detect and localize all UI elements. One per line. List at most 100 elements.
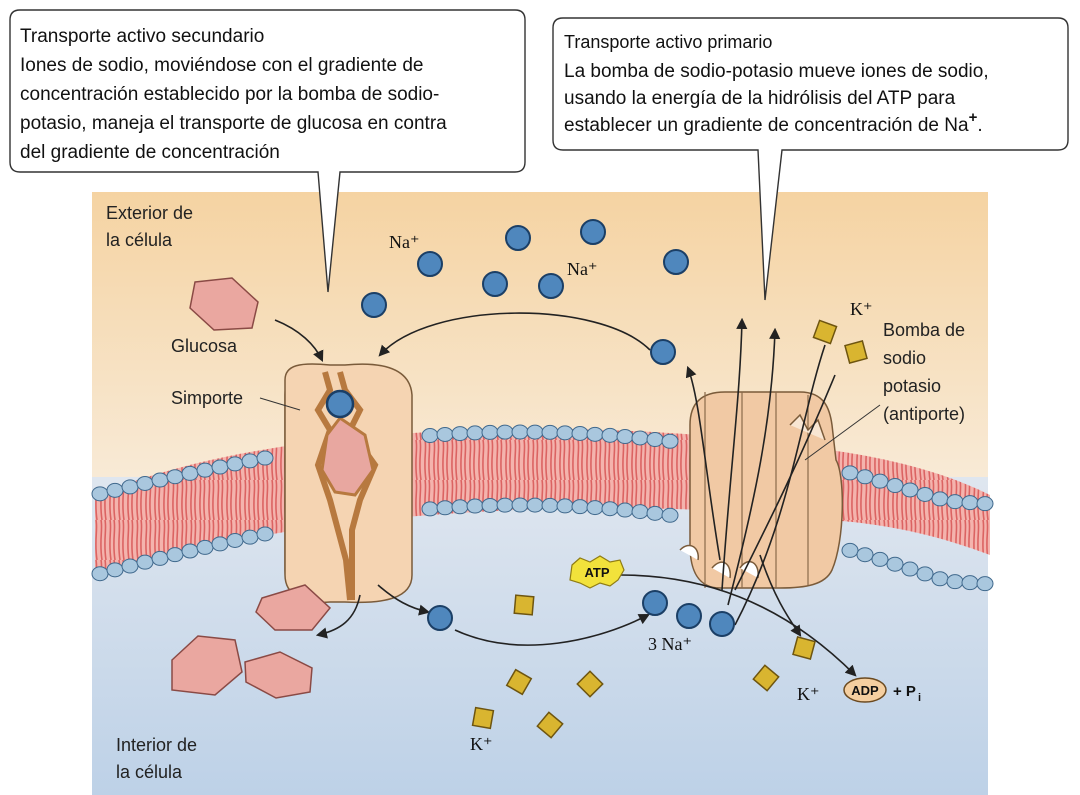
- primary-callout-line-3-text: establecer un gradiente de concentración…: [564, 115, 969, 136]
- phospholipid-head: [886, 556, 904, 572]
- atp-badge: ATP: [569, 555, 625, 589]
- phospholipid-head: [196, 462, 214, 478]
- phospholipid-head: [481, 497, 499, 513]
- phospholipid-head: [451, 499, 469, 515]
- phospholipid-head: [451, 426, 469, 442]
- secondary-callout-line-3: potasio, maneja el transporte de glucosa…: [20, 113, 447, 134]
- phospholipid-head: [841, 465, 859, 481]
- primary-callout-period: .: [977, 115, 982, 136]
- primary-callout-superscript: +: [969, 109, 978, 126]
- phospholipid-head: [136, 554, 154, 570]
- phospholipid-head: [151, 550, 169, 566]
- phospholipid-head: [661, 507, 679, 523]
- phospholipid-head: [241, 529, 259, 545]
- phospholipid-head: [856, 547, 874, 563]
- phospholipid-head: [241, 453, 259, 469]
- phospholipid-head: [136, 475, 154, 491]
- secondary-callout-line-4: del gradiente de concentración: [20, 142, 280, 163]
- phospholipid-head: [106, 562, 124, 578]
- sodium-label-top-mid: Na⁺: [567, 259, 598, 279]
- phospholipid-head: [646, 505, 664, 521]
- phospholipid-head: [901, 561, 919, 577]
- phospholipid-head: [631, 430, 649, 446]
- phospholipid-head: [976, 576, 994, 592]
- pump-label-line4: (antiporte): [883, 404, 965, 424]
- three-sodium-label: 3 Na⁺: [648, 634, 692, 654]
- phospholipid-head: [646, 432, 664, 448]
- phospholipid-head: [166, 547, 184, 563]
- interior-label-line2: la célula: [116, 762, 183, 782]
- phospholipid-head: [181, 543, 199, 559]
- phospholipid-head: [151, 472, 169, 488]
- pump-label-line2: sodio: [883, 348, 926, 368]
- secondary-callout-title: Transporte activo secundario: [20, 26, 264, 47]
- phospholipid-head: [481, 424, 499, 440]
- phospholipid-head: [226, 532, 244, 548]
- phospholipid-head: [556, 425, 574, 441]
- phospholipid-head: [256, 450, 274, 466]
- secondary-callout-line-1: Iones de sodio, moviéndose con el gradie…: [20, 55, 424, 76]
- exterior-label-line1: Exterior de: [106, 203, 193, 223]
- phospholipid-head: [586, 426, 604, 442]
- phospholipid-head: [121, 479, 139, 495]
- phospholipid-head: [421, 428, 439, 444]
- phospholipid-head: [841, 542, 859, 558]
- primary-callout-title: Transporte activo primario: [564, 32, 772, 52]
- pump-label-line3: potasio: [883, 376, 941, 396]
- phospholipid-head: [211, 536, 229, 552]
- phospholipid-head: [541, 497, 559, 513]
- phospholipid-head: [466, 498, 484, 514]
- phospholipid-head: [901, 482, 919, 498]
- primary-callout-line-3: establecer un gradiente de concentración…: [564, 109, 983, 136]
- primary-transport-callout: Transporte activo primario La bomba de s…: [552, 17, 1069, 301]
- phospholipid-head: [91, 486, 109, 502]
- phospholipid-head: [91, 566, 109, 582]
- phospholipid-head: [466, 425, 484, 441]
- potassium-label-top: K⁺: [850, 299, 873, 319]
- phospholipid-head: [541, 424, 559, 440]
- sodium-ions: [361, 219, 735, 637]
- potassium-label-bottom-left: K⁺: [470, 734, 493, 754]
- phospholipid-head: [496, 497, 514, 513]
- phospholipid-head: [166, 469, 184, 485]
- phospholipid-head: [586, 500, 604, 516]
- pi-subscript: i: [918, 692, 921, 704]
- interior-label-line1: Interior de: [116, 735, 197, 755]
- phospholipid-head: [436, 426, 454, 442]
- phospholipid-head: [931, 491, 949, 507]
- pump-label-line1: Bomba de: [883, 320, 965, 340]
- phospholipid-head: [661, 433, 679, 449]
- phospholipid-head: [436, 500, 454, 516]
- symport-protein: [284, 363, 413, 604]
- phospholipid-head: [106, 482, 124, 498]
- transport-arrows: [274, 312, 857, 677]
- phospholipid-head: [631, 504, 649, 520]
- phospholipid-head: [571, 425, 589, 441]
- phospholipid-head: [556, 498, 574, 514]
- phospholipid-head: [601, 427, 619, 443]
- phospholipid-head: [916, 566, 934, 582]
- phospholipid-head: [616, 429, 634, 445]
- primary-callout-line-1: La bomba de sodio-potasio mueve iones de…: [564, 61, 989, 82]
- phospholipid-head: [121, 558, 139, 574]
- phospholipid-head: [181, 465, 199, 481]
- secondary-transport-callout: Transporte activo secundario Iones de so…: [9, 9, 526, 293]
- leader-lines: [259, 397, 881, 461]
- phospholipid-head: [196, 539, 214, 555]
- adp-label: ADP: [851, 683, 879, 698]
- exterior-label-line2: la célula: [106, 230, 173, 250]
- phospholipid-head: [886, 478, 904, 494]
- glucose-label: Glucosa: [171, 336, 238, 356]
- phospholipid-head: [496, 424, 514, 440]
- phospholipid-head: [601, 501, 619, 517]
- primary-callout-line-2: usando la energía de la hidrólisis del A…: [564, 88, 956, 109]
- phospholipid-head: [946, 494, 964, 510]
- phospholipid-head: [511, 424, 529, 440]
- phospholipid-head: [616, 502, 634, 518]
- phospholipid-head: [256, 526, 274, 542]
- phospholipid-head: [931, 571, 949, 587]
- phospholipid-head: [211, 459, 229, 475]
- phospholipid-head: [421, 501, 439, 517]
- phospholipid-head: [526, 497, 544, 513]
- phospholipid-head: [961, 495, 979, 511]
